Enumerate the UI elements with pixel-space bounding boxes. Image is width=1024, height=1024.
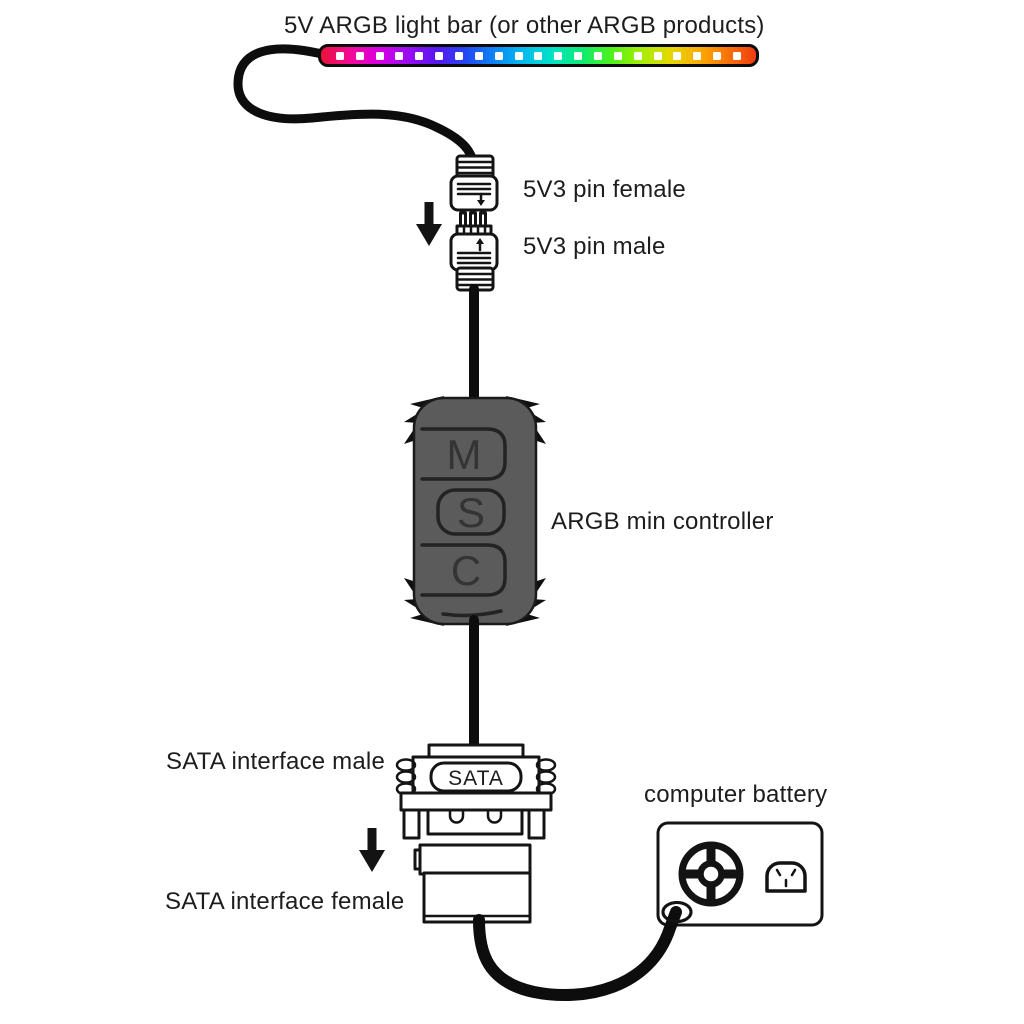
label-controller: ARGB min controller <box>551 508 774 535</box>
led-square <box>474 51 483 60</box>
argb-controller: M S C <box>404 396 546 626</box>
led-square <box>633 51 642 60</box>
cable-lightbar-to-female <box>233 44 478 169</box>
led-square <box>574 51 583 60</box>
led-square <box>554 51 563 60</box>
controller-button-c: C <box>420 543 507 597</box>
led-square <box>733 51 742 60</box>
led-square <box>455 51 464 60</box>
controller-button-m: M <box>420 427 507 481</box>
led-square <box>494 51 503 60</box>
orientation-up-arrow-icon <box>476 238 484 252</box>
controller-button-c-label: C <box>451 547 481 594</box>
diagram-title: 5V ARGB light bar (or other ARGB product… <box>284 12 765 39</box>
label-5v3-male: 5V3 pin male <box>523 233 666 260</box>
led-square <box>395 51 404 60</box>
led-square <box>653 51 662 60</box>
led-square <box>673 51 682 60</box>
led-square <box>415 51 424 60</box>
led-square <box>613 51 622 60</box>
cable-hole-rim <box>661 901 693 923</box>
led-square <box>375 51 384 60</box>
connector-sata-male: SATA <box>395 743 557 840</box>
led-square <box>693 51 702 60</box>
down-arrow-icon <box>416 202 442 246</box>
label-sata-male: SATA interface male <box>166 748 386 775</box>
label-battery: computer battery <box>644 781 828 808</box>
cable-sata-to-battery <box>473 906 682 1002</box>
power-socket-icon <box>765 861 807 893</box>
led-square <box>355 51 364 60</box>
led-square <box>435 51 444 60</box>
fan-icon <box>678 841 744 907</box>
connector-5v3-female <box>449 154 499 212</box>
sata-connector-label: SATA <box>448 767 504 790</box>
led-square <box>335 51 344 60</box>
orientation-down-arrow-icon <box>477 192 485 206</box>
controller-button-s-label: S <box>457 489 485 536</box>
led-square <box>713 51 722 60</box>
led-square <box>594 51 603 60</box>
controller-groove <box>441 609 503 618</box>
computer-battery <box>656 821 824 927</box>
label-sata-female: SATA interface female <box>165 888 405 915</box>
light-bar <box>318 44 759 67</box>
label-5v3-female: 5V3 pin female <box>523 176 686 203</box>
down-arrow-icon <box>359 828 385 872</box>
connector-sata-female <box>413 843 532 924</box>
controller-button-s: S <box>436 488 506 536</box>
led-square <box>534 51 543 60</box>
led-square <box>514 51 523 60</box>
connector-5v3-male <box>449 211 499 292</box>
controller-button-m-label: M <box>447 431 482 478</box>
